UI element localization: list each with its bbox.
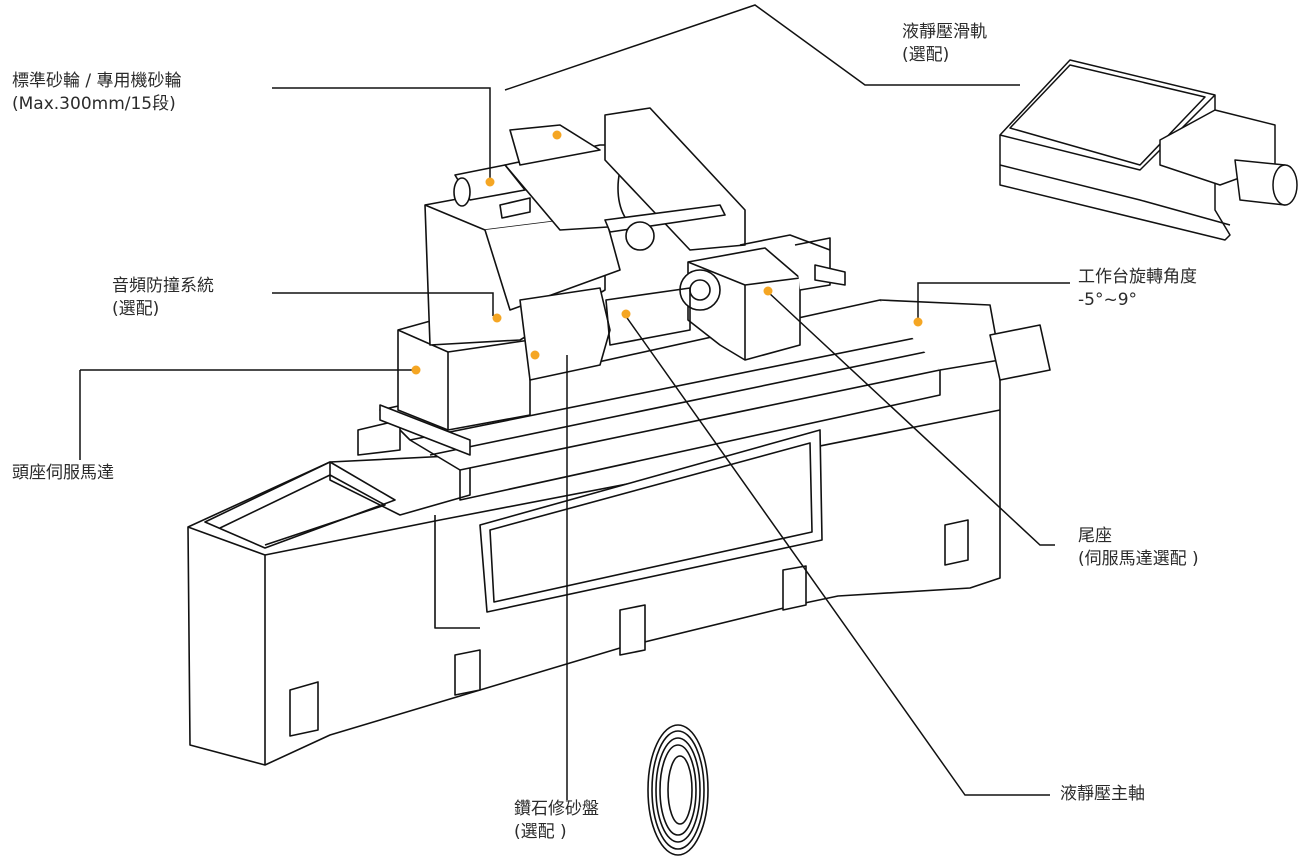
label-tailstock: 尾座 (伺服馬達選配 ) (1078, 526, 1199, 569)
label-table-rotation: 工作台旋轉角度 -5°~9° (1078, 267, 1197, 310)
hydrostatic-slide-module (999, 59, 1298, 241)
label-anti-collision: 音頻防撞系統 (選配) (112, 276, 214, 319)
callout-dots (411, 130, 923, 375)
diamond-dresser-disc (647, 724, 709, 856)
right-motor (989, 324, 1051, 381)
leader-lines (79, 4, 1070, 800)
label-headstock-motor: 頭座伺服馬達 (12, 463, 114, 483)
base-panel (479, 429, 823, 613)
label-diamond-dresser: 鑽石修砂盤 (選配 ) (514, 799, 599, 842)
tailstock (687, 247, 801, 361)
grinding-wheel (519, 287, 611, 381)
label-hydrostatic-slide: 液靜壓滑軌 (選配) (902, 22, 987, 65)
label-grinding-wheel: 標準砂輪 / 專用機砂輪 (Max.300mm/15段) (12, 71, 182, 114)
label-hydrostatic-spindle: 液靜壓主軸 (1060, 784, 1145, 804)
